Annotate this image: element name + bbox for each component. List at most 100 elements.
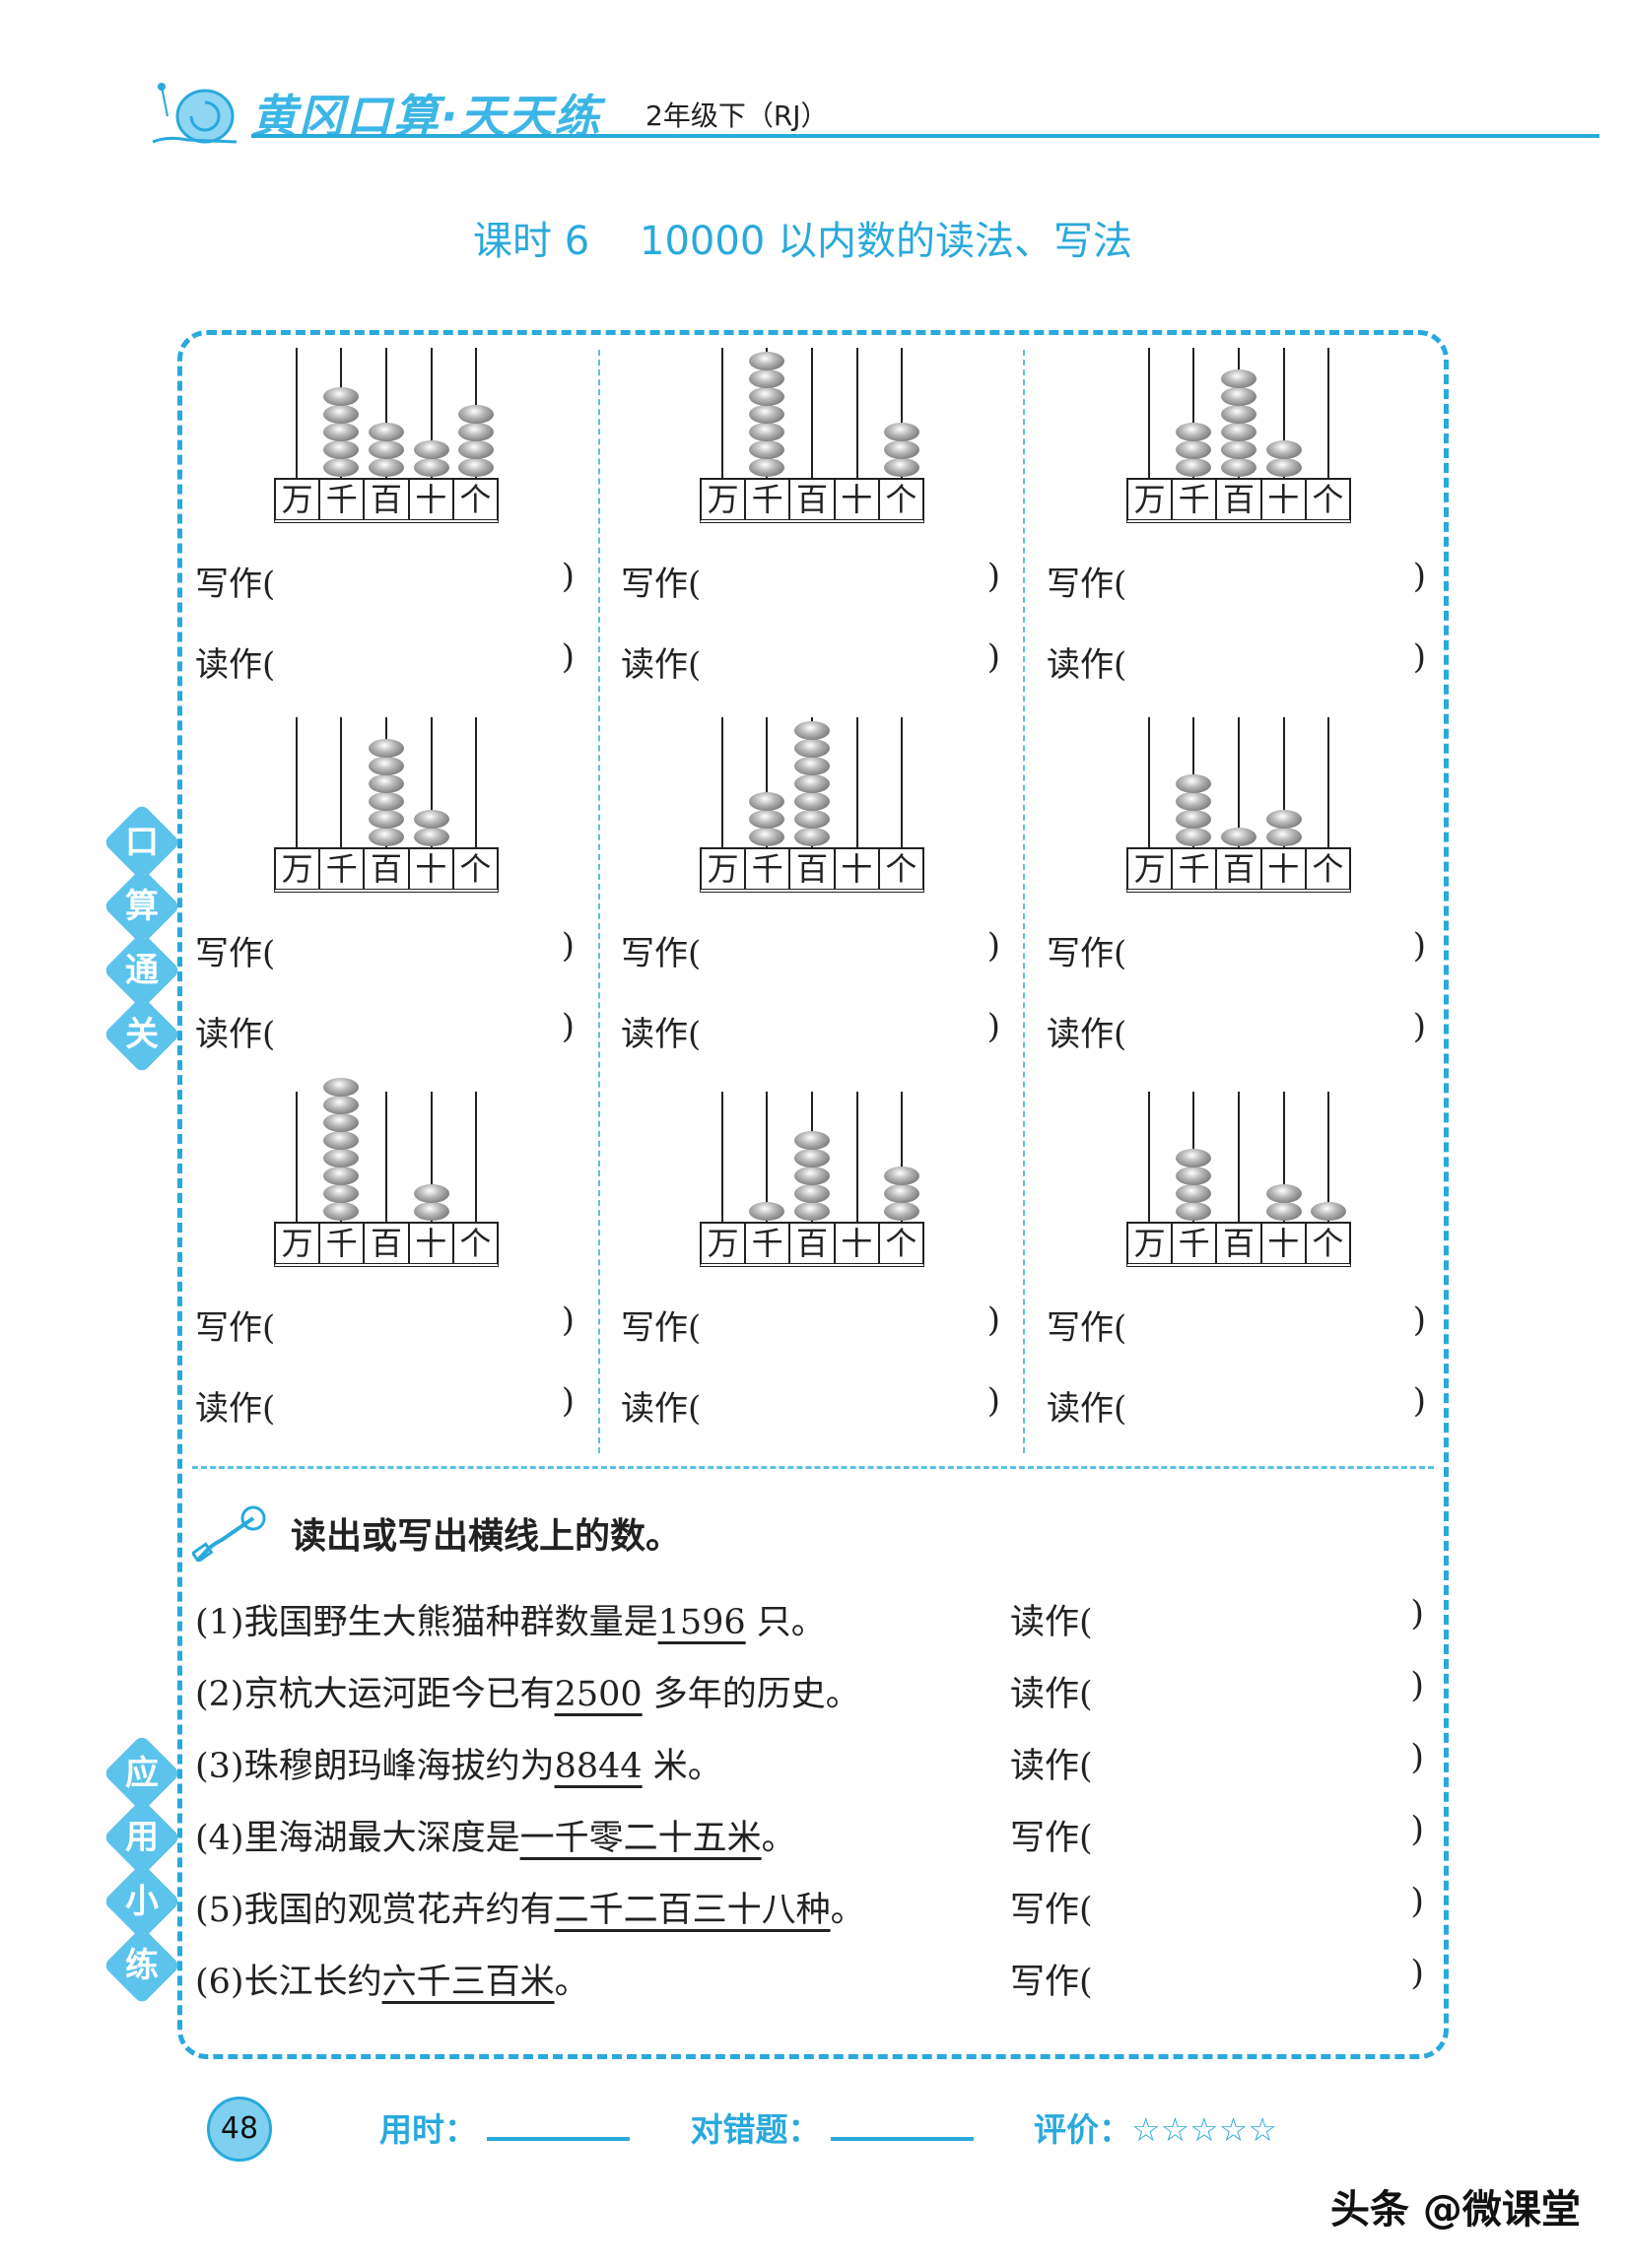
abacus-bead (369, 792, 404, 811)
abacus-bead (749, 792, 785, 811)
close-paren: ) (1410, 1810, 1424, 1849)
question-text: (3)珠穆朗玛峰海拔约为 (195, 1747, 555, 1786)
abacus-bead (749, 458, 785, 477)
place-value-frame: 万千百十个 (700, 847, 924, 893)
write-answer-field[interactable]: 写作() (195, 1301, 575, 1348)
place-label: 十 (410, 849, 454, 889)
abacus-bead (1221, 458, 1256, 477)
exercise-box (177, 330, 1449, 2059)
abacus-bead (369, 458, 404, 477)
question-answer-field[interactable]: 写作() (1010, 1954, 1424, 2004)
place-label: 个 (1312, 1225, 1344, 1262)
place-label: 十 (836, 849, 880, 889)
place-label: 万 (702, 480, 747, 519)
abacus-bead (884, 1184, 920, 1203)
abacus-bead (1265, 1184, 1302, 1203)
abacus-bead (794, 810, 830, 829)
abacus-bead (794, 828, 830, 846)
time-blank[interactable] (487, 2137, 630, 2141)
write-answer-field[interactable]: 写作() (195, 926, 575, 973)
abacus-bead (1176, 1184, 1212, 1203)
question-text: (5)我国的观赏花卉约有 (195, 1891, 555, 1930)
abacus-rod (1282, 348, 1285, 478)
read-answer-field[interactable]: 读作() (1047, 1381, 1426, 1429)
abacus-bead (323, 1131, 360, 1150)
side-label-char: 用 (125, 1818, 159, 1857)
abacus-rod (340, 717, 343, 847)
close-paren: ) (561, 1007, 575, 1046)
read-answer-field[interactable]: 读作() (1047, 637, 1426, 685)
abacus-rod (430, 717, 433, 847)
abacus-bead (323, 1149, 360, 1167)
abacus-bead (1176, 828, 1212, 846)
abacus-bead (749, 423, 785, 441)
question-answer-field[interactable]: 读作() (1010, 1666, 1424, 1716)
place-label: 千 (746, 849, 791, 889)
abacus-bead (369, 810, 404, 829)
side-label-char: 关 (125, 1015, 159, 1054)
write-answer-field[interactable]: 写作() (621, 1301, 1000, 1348)
abacus-rod (901, 348, 904, 478)
write-answer-field[interactable]: 写作() (621, 926, 1000, 973)
question-answer-field[interactable]: 写作() (1010, 1882, 1424, 1932)
abacus-bead (1176, 1167, 1212, 1185)
abacus-bead (1265, 458, 1302, 477)
question-suffix: 。 (761, 1819, 796, 1858)
section-divider (192, 1466, 1434, 1469)
place-label: 十 (836, 1224, 880, 1263)
write-answer-field[interactable]: 写作() (1047, 557, 1426, 604)
place-label: 个 (885, 1225, 917, 1262)
write-answer-field[interactable]: 写作() (1047, 1301, 1426, 1348)
read-answer-field[interactable]: 读作() (195, 1007, 575, 1054)
place-label: 十 (836, 480, 880, 519)
write-answer-field[interactable]: 写作() (1047, 926, 1426, 973)
close-paren: ) (986, 557, 1000, 596)
rating-stars[interactable]: ☆☆☆☆☆ (1131, 2110, 1277, 2149)
abacus-bead (1221, 405, 1256, 424)
write-label: 写作( (195, 565, 276, 604)
read-answer-field[interactable]: 读作() (621, 1381, 1000, 1429)
read-answer-field[interactable]: 读作() (195, 637, 575, 685)
abacus-bead (323, 1096, 360, 1114)
write-answer-field[interactable]: 写作() (195, 557, 575, 604)
abacus-bead (1176, 440, 1212, 459)
abacus-rod (1238, 1092, 1240, 1222)
close-paren: ) (1412, 1301, 1426, 1340)
read-answer-field[interactable]: 读作() (621, 637, 1000, 685)
abacus-bead (884, 1202, 920, 1221)
read-label: 读作( (621, 1389, 702, 1429)
read-answer-field[interactable]: 读作() (621, 1007, 1000, 1054)
close-paren: ) (1412, 926, 1426, 966)
close-paren: ) (561, 557, 575, 596)
read-answer-field[interactable]: 读作() (195, 1381, 575, 1429)
abacus-bead (1221, 423, 1256, 441)
answer-label: 读作( (1010, 1603, 1093, 1642)
question-answer-field[interactable]: 写作() (1010, 1810, 1424, 1860)
close-paren: ) (1410, 1882, 1424, 1921)
write-label: 写作( (1047, 565, 1127, 604)
abacus-bead (749, 810, 785, 829)
abacus-bead (794, 757, 830, 775)
underlined-number: 二千二百三十八种 (554, 1891, 831, 1930)
question-item: (3)珠穆朗玛峰海拔约为8844 米。 (195, 1738, 722, 1788)
underlined-number: 2500 (554, 1675, 643, 1714)
answer-label: 读作( (1010, 1675, 1093, 1714)
place-label: 千 (1173, 1224, 1218, 1263)
read-answer-field[interactable]: 读作() (1047, 1007, 1426, 1054)
close-paren: ) (986, 1301, 1000, 1340)
abacus-bead (323, 387, 360, 406)
errors-blank[interactable] (830, 2137, 974, 2141)
place-label: 百 (1217, 849, 1262, 889)
abacus-bead (323, 1078, 360, 1097)
abacus-bead (884, 1167, 920, 1185)
question-answer-field[interactable]: 读作() (1010, 1594, 1424, 1644)
read-label: 读作( (1047, 1389, 1127, 1429)
question-text: (6)长江长约 (195, 1963, 382, 2002)
question-text: (4)里海湖最大深度是 (195, 1819, 520, 1858)
answer-label: 读作( (1010, 1747, 1093, 1786)
underlined-number: 六千三百米 (381, 1963, 555, 2002)
abacus-bead (794, 721, 830, 740)
write-answer-field[interactable]: 写作() (621, 557, 1000, 604)
question-answer-field[interactable]: 读作() (1010, 1738, 1424, 1788)
abacus-rod (855, 348, 858, 478)
